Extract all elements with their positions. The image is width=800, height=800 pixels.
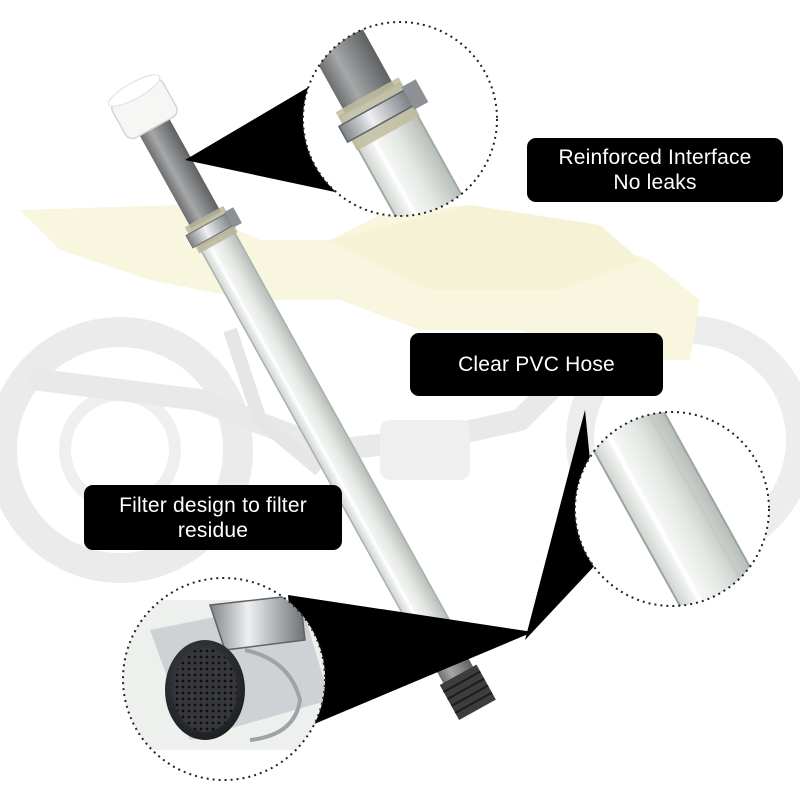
callout-clear-pvc-hose: Clear PVC Hose (410, 333, 663, 396)
callout-reinforced-interface-line-2: No leaks (613, 171, 697, 194)
zoom-pointers (185, 85, 600, 730)
callout-clear-pvc-hose-line-1: Clear PVC Hose (458, 353, 615, 376)
zoom-circle-interface (302, 21, 498, 217)
callout-filter-design: Filter design to filter residue (84, 485, 342, 550)
callout-filter-design-line-2: residue (177, 518, 249, 542)
motorcycle-background (0, 205, 800, 583)
zoom-circle-hose (574, 411, 770, 607)
callout-reinforced-interface: Reinforced Interface No leaks (527, 138, 783, 202)
callout-reinforced-interface-line-1: Reinforced Interface (558, 146, 752, 169)
zoom-circle-filter (122, 577, 326, 781)
callout-filter-design-line-1: Filter design to filter (119, 493, 307, 517)
